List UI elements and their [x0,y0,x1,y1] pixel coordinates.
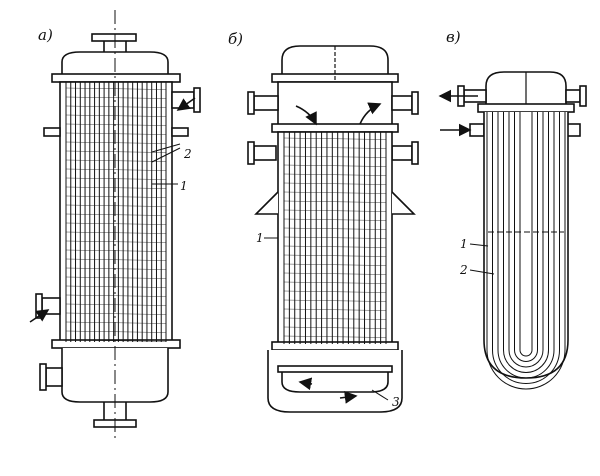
tube-a-hatch [65,132,167,135]
tube-a-hatch [65,339,167,342]
tube-a-hatch [65,150,167,153]
tube-a-hatch [65,87,167,90]
u-tube [497,112,555,379]
tube-b-hatch [283,146,387,149]
tube-a-hatch [65,249,167,252]
tube-a-hatch [65,240,167,243]
panel-b-exchanger [247,45,419,413]
panel-b-label: б) [228,30,243,48]
tube-b-hatch [283,200,387,203]
panel-b-callout-3: 3 [392,395,400,409]
u-tube [503,112,549,373]
tube-b-hatch [283,137,387,140]
tube-a-hatch [65,294,167,297]
tube-a-hatch [65,114,167,117]
tube-b-hatch [283,164,387,167]
panel-c-label: в) [446,28,461,46]
tube-a-hatch [65,330,167,333]
panel-b-tube-bundle [283,132,387,344]
panel-a-callout-1: 1 [180,179,188,193]
tube-a-hatch [65,231,167,234]
tube-b-hatch [283,209,387,212]
tube-b-hatch [283,272,387,275]
u-tube [519,112,533,357]
tube-b-hatch [283,182,387,185]
tube-a-hatch [65,159,167,162]
panel-a-label: а) [38,26,53,44]
tube-a-hatch [65,141,167,144]
tube-a-hatch [65,276,167,279]
tube-b-hatch [283,335,387,338]
tube-a-hatch [65,267,167,270]
tube-a-hatch [65,123,167,126]
panel-c-exchanger [438,71,587,379]
tube-a-hatch [65,285,167,288]
tube-a-hatch [65,168,167,171]
tube-b-hatch [283,317,387,320]
u-tube [492,112,560,384]
panel-b-callout-1: 1 [256,231,264,245]
panel-c-callout-1: 1 [460,237,468,251]
tube-b-hatch [283,236,387,239]
tube-b-hatch [283,281,387,284]
panel-a-tube-bundle [65,82,167,342]
tube-b-hatch [283,173,387,176]
tube-b-hatch [283,227,387,230]
tube-a-hatch [65,222,167,225]
panel-c-u-tube-bundle [486,112,566,390]
panel-a-exchanger [29,10,201,440]
tube-b-hatch [283,254,387,257]
tube-a-hatch [65,204,167,207]
tube-b-hatch [283,299,387,302]
tube-a-hatch [65,321,167,324]
tube-a-hatch [65,258,167,261]
tube-a-hatch [65,195,167,198]
tube-b-hatch [283,191,387,194]
tube-b-hatch [283,245,387,248]
u-tube [514,112,538,362]
tube-a-hatch [65,177,167,180]
tube-a-hatch [65,312,167,315]
panel-a-callout-2: 2 [183,147,192,161]
tube-a-hatch [65,186,167,189]
u-tube [508,112,544,368]
tube-a-hatch [65,213,167,216]
tube-b-hatch [283,308,387,311]
tube-b-hatch [283,155,387,158]
tube-b-hatch [283,263,387,266]
u-tube [486,112,566,390]
tube-b-hatch [283,326,387,329]
panel-c-callout-2: 2 [459,263,468,277]
tube-a-hatch [65,96,167,99]
tube-a-hatch [65,105,167,108]
tube-a-hatch [65,303,167,306]
tube-b-hatch [283,290,387,293]
tube-b-hatch [283,218,387,221]
